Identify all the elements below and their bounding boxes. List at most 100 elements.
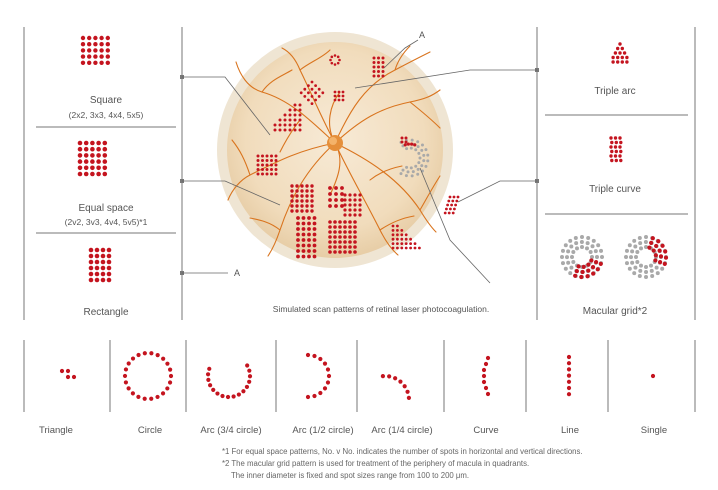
laser-spot: [343, 198, 347, 202]
laser-spot: [333, 235, 337, 239]
laser-spot: [413, 143, 417, 147]
laser-spot: [629, 255, 634, 260]
laser-spot: [401, 168, 405, 172]
laser-spot: [94, 277, 100, 283]
laser-spot: [312, 249, 317, 253]
laser-spot: [663, 255, 669, 260]
laser-spot: [381, 61, 385, 64]
laser-spot: [247, 379, 252, 384]
laser-spot: [167, 380, 173, 385]
pattern-label-arc-1-2: Arc (1/2 circle): [292, 425, 354, 436]
vessel-path: [409, 101, 441, 129]
laser-spot: [310, 194, 314, 198]
arc-1-4-pattern: [380, 373, 412, 401]
laser-spot: [301, 221, 306, 226]
laser-spot: [406, 395, 412, 401]
laser-spot: [65, 368, 71, 374]
laser-spot: [305, 189, 309, 193]
laser-spot: [358, 198, 362, 202]
laser-spot: [105, 42, 111, 47]
laser-spot: [452, 195, 456, 199]
laser-spot: [410, 174, 414, 178]
laser-spot: [293, 103, 297, 107]
laser-spot: [406, 142, 410, 146]
laser-spot: [448, 195, 452, 199]
laser-spot: [406, 170, 410, 174]
laser-spot: [106, 253, 112, 259]
laser-spot: [244, 384, 250, 390]
laser-spot: [328, 220, 332, 224]
laser-spot: [400, 229, 404, 232]
laser-spot: [660, 243, 665, 248]
laser-spot: [340, 192, 344, 196]
laser-spot: [353, 193, 357, 197]
laser-spot: [644, 235, 648, 239]
laser-spot: [307, 249, 311, 253]
laser-spot: [305, 199, 309, 203]
laser-spot: [301, 249, 306, 253]
laser-spot: [343, 240, 347, 244]
laser-spot: [290, 199, 294, 203]
laser-spot: [358, 193, 362, 197]
figure-caption: Simulated scan patterns of retinal laser…: [272, 304, 490, 314]
laser-spot: [574, 268, 579, 274]
laser-spot: [411, 170, 415, 174]
laser-spot: [298, 108, 302, 112]
laser-spot: [400, 233, 404, 237]
laser-spot: [338, 220, 342, 224]
laser-spot: [372, 70, 376, 73]
laser-spot: [593, 249, 598, 254]
laser-spot: [312, 216, 317, 220]
laser-spot: [270, 172, 273, 176]
laser-spot: [293, 113, 297, 117]
laser-spot: [353, 250, 357, 254]
laser-spot: [447, 211, 451, 215]
label-a-side: A: [234, 268, 241, 278]
laser-spot: [624, 261, 629, 266]
laser-spot: [358, 213, 362, 217]
laser-spot: [638, 241, 643, 246]
laser-spot: [338, 245, 342, 249]
laser-spot: [293, 118, 297, 122]
laser-spot: [247, 368, 252, 373]
laser-spot: [105, 60, 111, 65]
laser-spot: [106, 265, 112, 271]
laser-spot: [100, 253, 106, 259]
laser-spot: [456, 195, 460, 199]
laser-spot: [334, 186, 338, 190]
laser-spot: [106, 259, 112, 265]
laser-spot: [416, 172, 420, 176]
leader-line: [182, 76, 271, 136]
laser-spot: [334, 204, 338, 208]
laser-spot: [333, 245, 337, 249]
laser-spot: [614, 140, 618, 145]
laser-spot: [632, 238, 637, 243]
macular-grid-label: Macular grid*2: [582, 306, 648, 317]
laser-spot: [451, 211, 455, 215]
laser-spot: [610, 158, 614, 163]
laser-spot: [422, 159, 426, 163]
laser-spot: [245, 363, 250, 368]
laser-spot: [102, 146, 108, 152]
laser-spot: [483, 361, 489, 367]
equal-space-label: Equal space: [78, 203, 134, 214]
laser-spot: [312, 221, 317, 226]
laser-spot: [99, 54, 104, 59]
laser-spot: [566, 249, 571, 254]
laser-spot: [205, 372, 211, 377]
laser-spot: [614, 149, 618, 154]
laser-spot: [310, 209, 314, 213]
laser-spot: [220, 393, 225, 399]
laser-spot: [372, 61, 376, 64]
laser-spot: [333, 94, 337, 98]
laser-spot: [283, 118, 287, 122]
laser-spot: [94, 247, 100, 253]
laser-spot: [393, 376, 398, 381]
laser-spot: [400, 136, 404, 140]
laser-spot: [416, 140, 420, 144]
laser-spot: [400, 237, 404, 241]
laser-spot: [270, 159, 273, 162]
laser-spot: [566, 373, 572, 378]
laser-spot: [340, 186, 344, 190]
laser-spot: [77, 171, 83, 177]
